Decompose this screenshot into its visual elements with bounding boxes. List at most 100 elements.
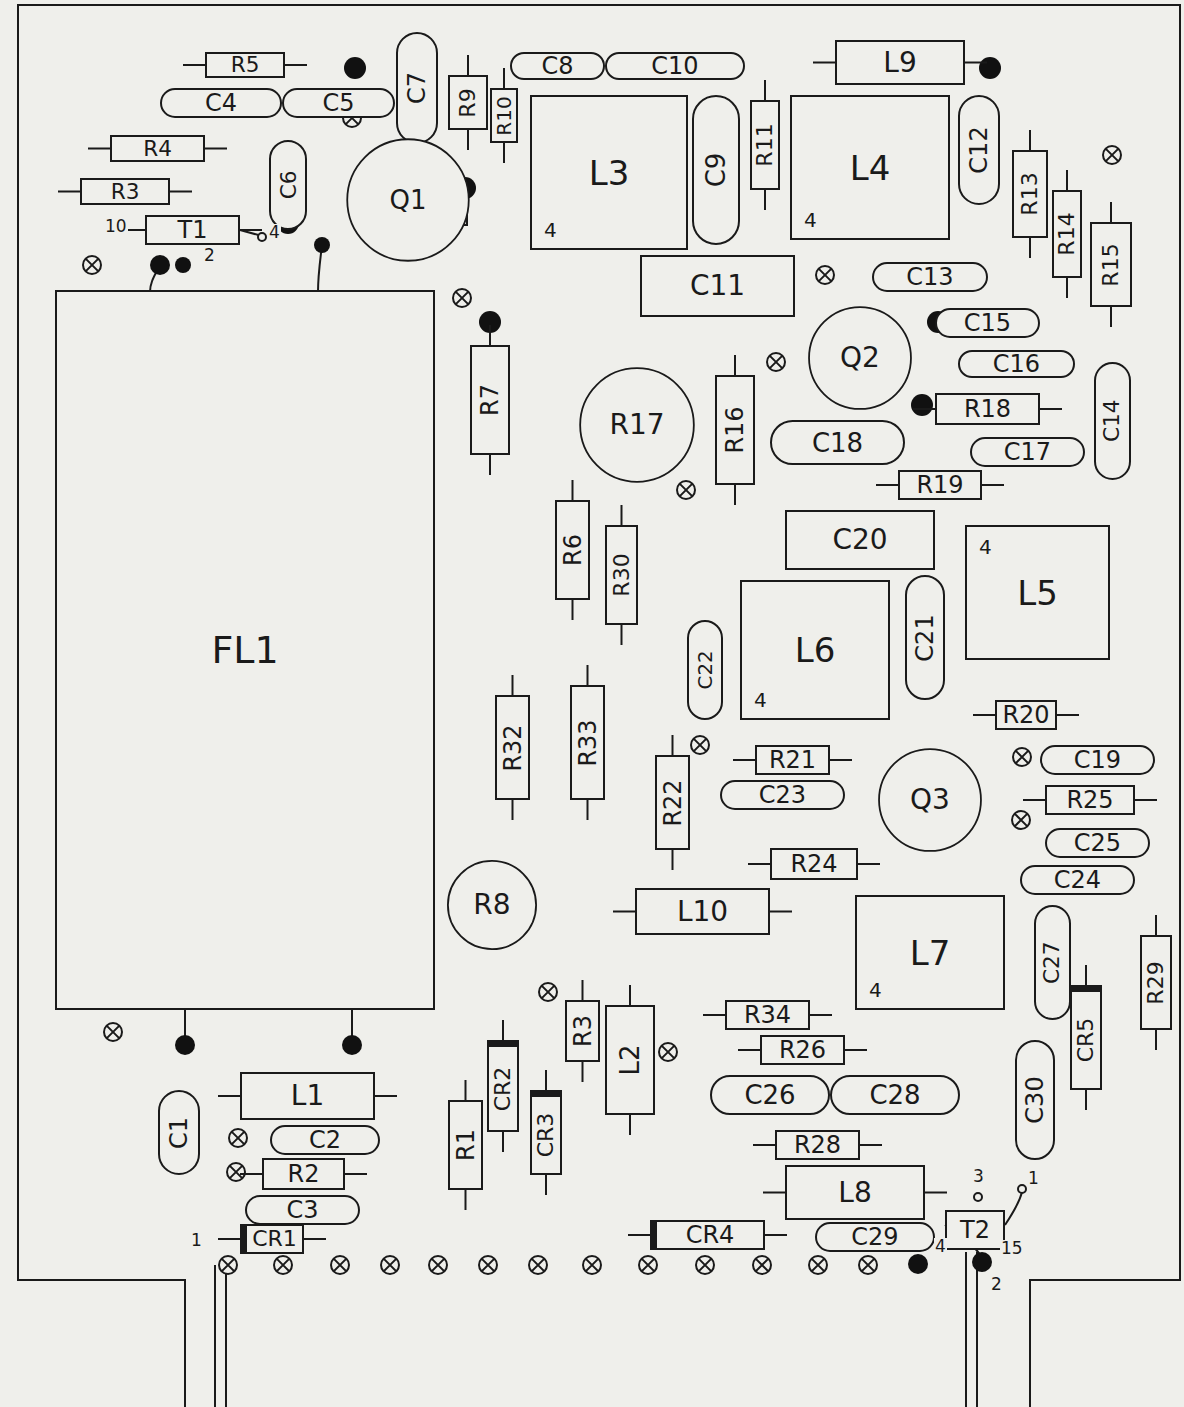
part-name: C16 xyxy=(993,352,1040,376)
part-name: R14 xyxy=(1056,212,1078,255)
part-name: R28 xyxy=(794,1133,841,1157)
pin-number: 4 xyxy=(544,220,557,240)
capacitor-outline: C2 xyxy=(270,1125,380,1155)
board-outline xyxy=(18,5,1180,1407)
part-name: R7 xyxy=(478,384,502,416)
part-name: R11 xyxy=(754,123,776,166)
part-name: R21 xyxy=(769,748,816,772)
part-name: C23 xyxy=(759,783,806,807)
component-outline: R25 xyxy=(1045,785,1135,815)
part-name: R5 xyxy=(231,54,260,76)
component-outline: L34 xyxy=(530,95,688,250)
component-outline: R24 xyxy=(770,848,858,880)
capacitor-outline: C27 xyxy=(1034,905,1072,1020)
part-name: C25 xyxy=(1074,831,1121,855)
part-name: C17 xyxy=(1004,440,1051,464)
capacitor-outline: C3 xyxy=(245,1195,360,1225)
component-outline: R28 xyxy=(775,1130,860,1160)
component-outline: CR5 xyxy=(1070,985,1102,1090)
part-name: R29 xyxy=(1145,961,1167,1004)
component-outline: R16 xyxy=(715,375,755,485)
component-outline: R18 xyxy=(935,393,1040,425)
component-outline: R34 xyxy=(725,1000,810,1030)
capacitor-outline: C21 xyxy=(905,575,945,700)
part-name: C7 xyxy=(405,72,429,104)
part-name: R17 xyxy=(609,411,664,439)
capacitor-outline: C8 xyxy=(510,52,605,80)
part-name: C9 xyxy=(703,153,729,188)
part-name: R26 xyxy=(779,1038,826,1062)
part-name: R15 xyxy=(1100,243,1122,286)
part-name: C5 xyxy=(322,91,354,115)
component-outline: R3 xyxy=(80,178,170,205)
part-name: R20 xyxy=(1002,703,1049,727)
part-name: CR2 xyxy=(492,1066,514,1111)
capacitor-outline: C18 xyxy=(770,420,905,465)
component-outline: L64 xyxy=(740,580,890,720)
pin-number: 4 xyxy=(934,1238,947,1255)
part-name: C21 xyxy=(913,614,937,661)
capacitor-outline: C6 xyxy=(269,140,307,230)
part-name: R9 xyxy=(457,88,479,117)
component-outline: CR3 xyxy=(530,1090,562,1175)
component-outline: C20 xyxy=(785,510,935,570)
capacitor-outline: C17 xyxy=(970,437,1085,467)
component-outline: R6 xyxy=(555,500,590,600)
component-outline: R15 xyxy=(1090,222,1132,307)
part-name: CR1 xyxy=(252,1228,297,1250)
pin-number: 2 xyxy=(203,247,216,264)
part-name: L10 xyxy=(677,898,728,926)
solder-dot xyxy=(150,57,1001,1274)
pin-number: 4 xyxy=(979,537,992,557)
capacitor-outline: C15 xyxy=(935,308,1040,338)
component-outline: R5 xyxy=(205,52,285,78)
capacitor-outline: C10 xyxy=(605,52,745,80)
part-name: CR5 xyxy=(1075,1018,1097,1063)
capacitor-outline: C30 xyxy=(1015,1040,1055,1160)
round-component: R8 xyxy=(447,860,537,950)
capacitor-outline: C28 xyxy=(830,1075,960,1115)
part-name: R33 xyxy=(576,719,600,766)
capacitor-outline: C23 xyxy=(720,780,845,810)
part-name: Q1 xyxy=(389,187,426,213)
component-outline: L8 xyxy=(785,1165,925,1220)
component-outline: FL1 xyxy=(55,290,435,1010)
part-name: R34 xyxy=(744,1003,791,1027)
part-name: R10 xyxy=(494,96,514,135)
part-name: L7 xyxy=(910,936,951,970)
round-component: R17 xyxy=(579,367,695,483)
pin-number: 10 xyxy=(104,218,128,235)
component-outline: R32 xyxy=(495,695,530,800)
part-name: C22 xyxy=(695,651,715,690)
round-component: Q2 xyxy=(808,306,912,410)
part-name: L6 xyxy=(795,633,836,667)
part-name: C10 xyxy=(651,54,698,78)
component-outline: T1 xyxy=(145,215,240,245)
part-name: C26 xyxy=(744,1082,795,1108)
capacitor-outline: C9 xyxy=(692,95,740,245)
component-outline: R14 xyxy=(1052,190,1082,278)
part-name: R1 xyxy=(454,1129,478,1161)
component-outline: L54 xyxy=(965,525,1110,660)
part-name: R3 xyxy=(571,1015,595,1047)
component-outline: R1 xyxy=(448,1100,483,1190)
pin-number: 4 xyxy=(804,210,817,230)
part-name: R13 xyxy=(1019,172,1041,215)
part-name: L8 xyxy=(838,1179,871,1207)
part-name: C29 xyxy=(851,1225,898,1249)
capacitor-outline: C29 xyxy=(815,1222,935,1252)
part-name: C4 xyxy=(205,91,237,115)
capacitor-outline: C19 xyxy=(1040,745,1155,775)
part-name: R19 xyxy=(916,473,963,497)
pin-number: 2 xyxy=(990,1276,1003,1293)
component-outline: L74 xyxy=(855,895,1005,1010)
part-name: C11 xyxy=(690,272,745,300)
part-name: T1 xyxy=(178,218,208,242)
capacitor-outline: C24 xyxy=(1020,865,1135,895)
component-outline: R26 xyxy=(760,1035,845,1065)
component-outline: R13 xyxy=(1012,150,1048,238)
component-outline: R30 xyxy=(605,525,638,625)
part-name: C18 xyxy=(812,430,863,456)
component-outline: R21 xyxy=(755,745,830,775)
part-name: R25 xyxy=(1066,788,1113,812)
